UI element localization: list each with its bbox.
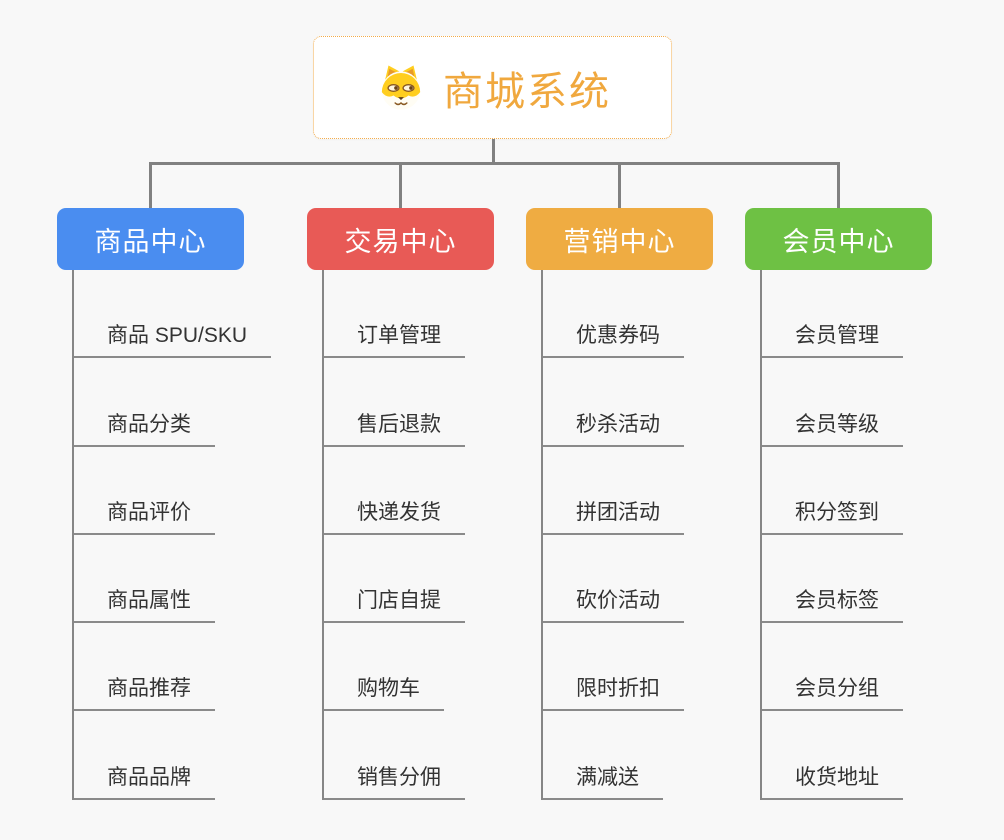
child-topic[interactable]: 售后退款	[324, 358, 465, 447]
connector-drop-marketing	[618, 164, 621, 209]
child-topic-label: 会员标签	[795, 589, 879, 613]
child-topic-label: 商品分类	[107, 412, 191, 436]
child-topic-label: 优惠券码	[576, 324, 660, 348]
connector-root-vertical	[492, 139, 495, 163]
connector-drop-member	[837, 164, 840, 209]
child-topic-label: 商品 SPU/SKU	[107, 324, 248, 348]
child-topic[interactable]: 会员标签	[762, 535, 903, 624]
child-topic-label: 商品品牌	[107, 765, 191, 789]
child-topic-label: 收货地址	[795, 765, 879, 789]
connector-horizontal-bus	[149, 162, 840, 165]
child-topic[interactable]: 订单管理	[324, 270, 465, 359]
branch-children-trade-center: 订单管理 售后退款 快递发货 门店自提 购物车 销售分佣	[322, 270, 465, 800]
child-topic-label: 订单管理	[357, 324, 441, 348]
child-topic[interactable]: 商品属性	[74, 535, 215, 624]
branch-children-member-center: 会员管理 会员等级 积分签到 会员标签 会员分组 收货地址	[760, 270, 903, 800]
branch-box-trade-center[interactable]: 交易中心	[307, 208, 494, 270]
branch-box-product-center[interactable]: 商品中心	[57, 208, 244, 270]
branch-box-member-center[interactable]: 会员中心	[745, 208, 932, 270]
child-topic-label: 拼团活动	[576, 500, 660, 524]
root-topic[interactable]: 商城系统	[313, 36, 672, 139]
child-topic-label: 商品推荐	[107, 677, 191, 701]
child-topic[interactable]: 购物车	[324, 623, 444, 712]
child-topic[interactable]: 收货地址	[762, 711, 903, 800]
branch-product-center: 商品中心 商品 SPU/SKU 商品分类 商品评价 商品属性 商品推荐 商品品牌	[57, 208, 272, 800]
child-topic-label: 会员分组	[795, 677, 879, 701]
child-topic-label: 售后退款	[357, 412, 441, 436]
child-topic-label: 购物车	[357, 677, 420, 701]
connector-drop-product	[149, 164, 152, 209]
child-topic-label: 积分签到	[795, 500, 879, 524]
branch-member-center: 会员中心 会员管理 会员等级 积分签到 会员标签 会员分组 收货地址	[745, 208, 932, 800]
child-topic-label: 销售分佣	[357, 765, 441, 789]
root-topic-label: 商城系统	[443, 69, 611, 114]
child-topic-label: 满减送	[576, 765, 639, 789]
child-topic[interactable]: 商品评价	[74, 447, 215, 535]
child-topic[interactable]: 商品 SPU/SKU	[74, 270, 272, 359]
child-topic[interactable]: 优惠券码	[543, 270, 684, 359]
child-topic[interactable]: 销售分佣	[324, 711, 465, 800]
branch-box-marketing-center[interactable]: 营销中心	[526, 208, 713, 270]
child-topic[interactable]: 限时折扣	[543, 623, 684, 712]
child-topic[interactable]: 商品分类	[74, 358, 215, 447]
child-topic[interactable]: 商品推荐	[74, 623, 215, 712]
child-topic-label: 商品属性	[107, 589, 191, 613]
child-topic[interactable]: 满减送	[543, 711, 663, 800]
child-topic[interactable]: 快递发货	[324, 447, 465, 535]
child-topic[interactable]: 会员分组	[762, 623, 903, 712]
child-topic-label: 商品评价	[107, 500, 191, 524]
child-topic[interactable]: 会员管理	[762, 270, 903, 359]
child-topic-label: 会员管理	[795, 324, 879, 348]
shiba-dog-icon	[381, 65, 421, 110]
child-topic[interactable]: 会员等级	[762, 358, 903, 447]
child-topic-label: 会员等级	[795, 412, 879, 436]
child-topic[interactable]: 积分签到	[762, 447, 903, 535]
child-topic-label: 限时折扣	[576, 677, 660, 701]
child-topic[interactable]: 商品品牌	[74, 711, 215, 800]
branch-marketing-center: 营销中心 优惠券码 秒杀活动 拼团活动 砍价活动 限时折扣 满减送	[526, 208, 713, 800]
child-topic[interactable]: 秒杀活动	[543, 358, 684, 447]
child-topic-label: 砍价活动	[576, 589, 660, 613]
branch-children-product-center: 商品 SPU/SKU 商品分类 商品评价 商品属性 商品推荐 商品品牌	[72, 270, 272, 800]
connector-drop-trade	[399, 164, 402, 209]
child-topic[interactable]: 砍价活动	[543, 535, 684, 624]
child-topic-label: 秒杀活动	[576, 412, 660, 436]
child-topic-label: 门店自提	[357, 589, 441, 613]
child-topic[interactable]: 门店自提	[324, 535, 465, 624]
child-topic[interactable]: 拼团活动	[543, 447, 684, 535]
branch-children-marketing-center: 优惠券码 秒杀活动 拼团活动 砍价活动 限时折扣 满减送	[541, 270, 684, 800]
branch-trade-center: 交易中心 订单管理 售后退款 快递发货 门店自提 购物车 销售分佣	[307, 208, 494, 800]
child-topic-label: 快递发货	[357, 500, 441, 524]
